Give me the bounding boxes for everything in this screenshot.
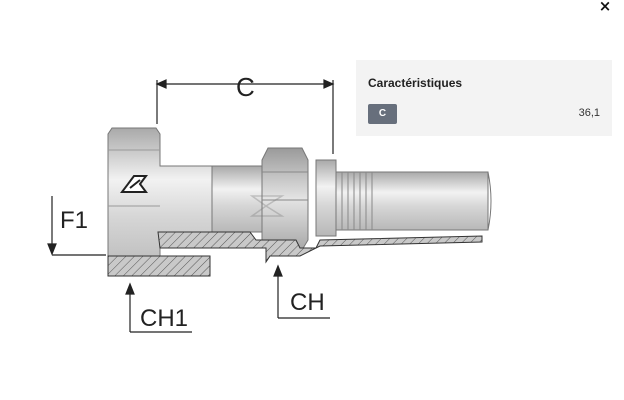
close-button[interactable]: × [598, 0, 612, 15]
characteristic-badge: C [368, 104, 397, 124]
brand-logo-icon [120, 175, 148, 193]
panel-title: Caractéristiques [368, 76, 463, 90]
dimension-ch-label: CH [290, 289, 325, 316]
hose-tail [329, 171, 492, 231]
dimension-c-line [155, 79, 335, 154]
section-cut [107, 231, 483, 277]
dimension-ch1-line [125, 282, 192, 333]
dimension-f1-label: F1 [60, 207, 88, 234]
characteristic-value: 36,1 [578, 107, 600, 119]
swivel-nut [107, 127, 213, 277]
dimension-c-label: C [236, 72, 255, 102]
watermark-icon [249, 195, 285, 217]
characteristics-panel: Caractéristiques C 36,1 [356, 60, 612, 136]
crimp-hex [261, 147, 309, 251]
characteristic-row: C 36,1 [368, 104, 600, 126]
dimension-ch1-label: CH1 [140, 305, 188, 332]
dimension-ch-line [273, 264, 330, 319]
dimension-f1-line [47, 196, 106, 256]
